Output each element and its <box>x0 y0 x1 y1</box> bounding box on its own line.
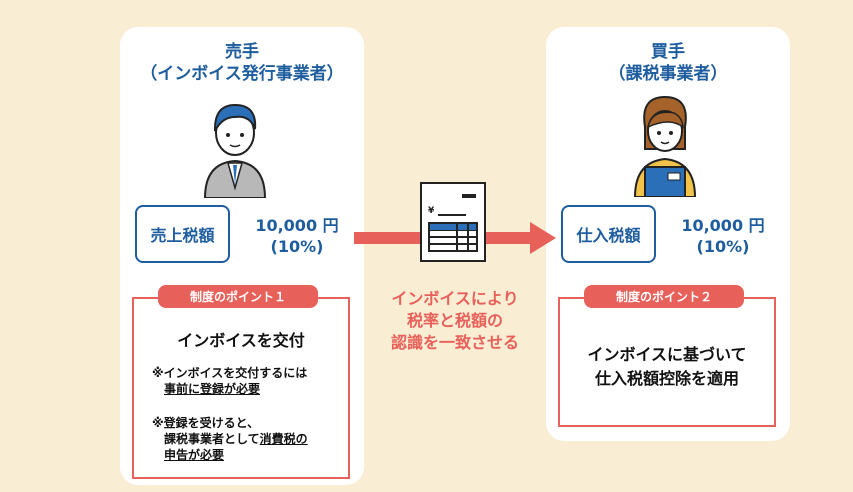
buyer-title: 買手 （課税事業者） <box>608 42 728 84</box>
purchase-tax-amount: 10,000 円 (10%) <box>681 216 765 256</box>
seller-card: 売手 （インボイス発行事業者） 売上税額 10,000 円 (10%) インボイ… <box>120 27 364 485</box>
businessman-illustration <box>203 103 267 198</box>
sales-tax-label: 売上税額 <box>135 205 230 263</box>
sales-tax-amount: 10,000 円 (10%) <box>255 216 339 256</box>
purchase-tax-label: 仕入税額 <box>561 205 656 263</box>
tax-filing-note: ※登録を受けると、 課税事業者として消費税の 申告が必要 <box>152 416 308 462</box>
shop-clerk-illustration <box>633 95 697 197</box>
buyer-point-box: インボイスに基づいて 仕入税額控除を適用 <box>558 297 776 427</box>
buyer-point-badge: 制度のポイント２ <box>584 285 744 308</box>
registration-note: ※インボイスを交付するには 事前に登録が必要 <box>152 366 308 396</box>
seller-point-box: インボイスを交付 ※インボイスを交付するには 事前に登録が必要 ※登録を受けると… <box>132 297 350 479</box>
seller-point-badge: 制度のポイント１ <box>158 285 318 308</box>
middle-caption: インボイスにより 税率と税額の 認識を一致させる <box>390 289 519 352</box>
invoice-icon: ¥ <box>420 182 486 262</box>
seller-title: 売手 （インボイス発行事業者） <box>140 42 344 84</box>
buyer-card: 買手 （課税事業者） 仕入税額 10,000 円 (10%) インボイスに基づい… <box>546 27 790 441</box>
